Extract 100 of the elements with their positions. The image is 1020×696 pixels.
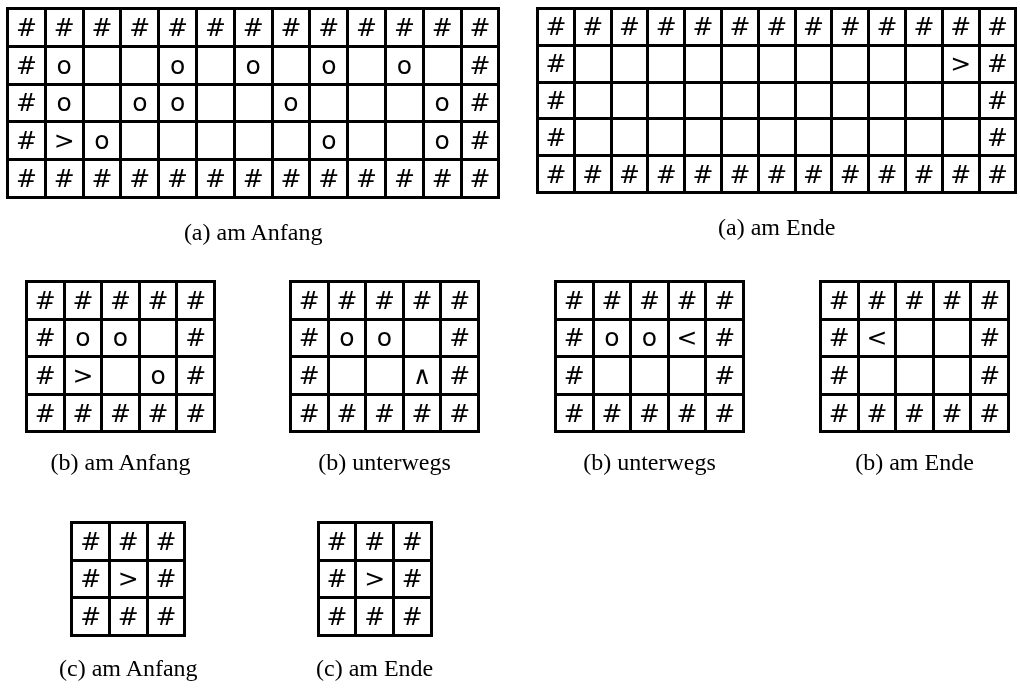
empty-cell bbox=[833, 120, 868, 155]
grid-board bbox=[289, 280, 480, 434]
grid-cell: # bbox=[65, 283, 101, 318]
grid-cell: # bbox=[686, 157, 720, 191]
empty-cell bbox=[759, 83, 794, 118]
grid-cell: # bbox=[148, 561, 184, 597]
grid-cell: # bbox=[649, 157, 684, 191]
grid-cell: # bbox=[980, 120, 1015, 155]
grid-cell: # bbox=[84, 161, 120, 196]
grid-cell: o bbox=[424, 85, 460, 121]
empty-cell bbox=[273, 47, 309, 83]
grid-cell: # bbox=[235, 161, 271, 196]
empty-cell bbox=[575, 46, 610, 81]
grid-board bbox=[70, 521, 187, 637]
grid-cell: # bbox=[822, 395, 857, 431]
empty-cell bbox=[273, 123, 309, 159]
grid-cell: # bbox=[386, 10, 422, 45]
grid-cell: # bbox=[906, 157, 941, 191]
grid-cell: # bbox=[292, 283, 327, 318]
grid-cell: # bbox=[557, 320, 592, 356]
grid-cell: # bbox=[442, 395, 477, 431]
empty-cell bbox=[349, 85, 384, 121]
grid-cell: # bbox=[235, 10, 271, 45]
grid-cell: # bbox=[46, 161, 82, 196]
empty-cell bbox=[198, 123, 233, 159]
grid-cell: # bbox=[103, 395, 138, 431]
grid-cell: o bbox=[65, 320, 101, 356]
node-label: (a) am Ende bbox=[718, 214, 836, 241]
empty-cell bbox=[122, 47, 158, 83]
grid-cell: # bbox=[9, 123, 44, 159]
empty-cell bbox=[934, 320, 970, 356]
empty-cell bbox=[934, 358, 970, 393]
grid-cell: # bbox=[897, 283, 932, 318]
empty-cell bbox=[870, 120, 904, 155]
empty-cell bbox=[759, 46, 794, 81]
grid-cell: # bbox=[424, 10, 460, 45]
empty-cell bbox=[833, 46, 868, 81]
grid-cell: # bbox=[424, 161, 460, 196]
grid-cell: # bbox=[28, 283, 63, 318]
grid-cell: > bbox=[357, 561, 392, 597]
grid-cell: o bbox=[594, 320, 630, 356]
grid-cell: # bbox=[73, 599, 108, 634]
grid-cell: # bbox=[103, 283, 138, 318]
grid-cell: # bbox=[122, 161, 158, 196]
grid-cell: # bbox=[148, 524, 184, 559]
grid-cell: # bbox=[707, 320, 742, 356]
grid-cell: # bbox=[934, 283, 970, 318]
empty-cell bbox=[612, 120, 647, 155]
empty-cell bbox=[723, 120, 757, 155]
grid-cell: # bbox=[539, 46, 573, 81]
grid-cell: ∧ bbox=[404, 358, 440, 393]
empty-cell bbox=[870, 83, 904, 118]
grid-cell: # bbox=[870, 157, 904, 191]
grid-cell: o bbox=[46, 85, 82, 121]
grid-cell: # bbox=[833, 157, 868, 191]
grid-cell: # bbox=[329, 395, 365, 431]
grid-cell: < bbox=[669, 320, 705, 356]
empty-cell bbox=[386, 123, 422, 159]
empty-cell bbox=[669, 358, 705, 393]
grid-cell: # bbox=[349, 10, 384, 45]
node-label: (b) am Anfang bbox=[50, 449, 191, 477]
grid-cell: # bbox=[539, 120, 573, 155]
grid-cell: # bbox=[273, 161, 309, 196]
grid-cell: > bbox=[111, 561, 146, 597]
grid-cell: # bbox=[897, 395, 932, 431]
grid-cell: # bbox=[972, 320, 1007, 356]
grid-cell: # bbox=[462, 47, 498, 83]
grid-cell: # bbox=[178, 320, 213, 356]
grid-cell: # bbox=[404, 395, 440, 431]
grid-cell: o bbox=[311, 47, 347, 83]
grid-cell: o bbox=[84, 123, 120, 159]
grid-cell: > bbox=[46, 123, 82, 159]
empty-cell bbox=[906, 120, 941, 155]
grid-cell: o bbox=[235, 47, 271, 83]
grid-cell: # bbox=[557, 395, 592, 431]
grid-cell: # bbox=[73, 561, 108, 597]
empty-cell bbox=[906, 83, 941, 118]
grid-cell: # bbox=[462, 123, 498, 159]
grid-cell: # bbox=[319, 599, 355, 634]
grid-cell: # bbox=[759, 10, 794, 44]
empty-cell bbox=[575, 83, 610, 118]
grid-cell: # bbox=[292, 320, 327, 356]
grid-cell: # bbox=[612, 157, 647, 191]
grid-cell: # bbox=[9, 161, 44, 196]
empty-cell bbox=[632, 358, 667, 393]
grid-cell: # bbox=[140, 283, 176, 318]
empty-cell bbox=[796, 120, 831, 155]
grid-cell: # bbox=[859, 395, 895, 431]
empty-cell bbox=[833, 83, 868, 118]
grid-cell: # bbox=[594, 283, 630, 318]
grid-cell: # bbox=[934, 395, 970, 431]
grid-cell: # bbox=[442, 283, 477, 318]
node-label: (b) am Ende bbox=[855, 449, 974, 477]
grid-cell: > bbox=[65, 358, 101, 393]
grid-cell: o bbox=[122, 85, 158, 121]
grid-cell: # bbox=[707, 395, 742, 431]
empty-cell bbox=[612, 46, 647, 81]
grid-cell: # bbox=[9, 10, 44, 45]
grid-cell: o bbox=[140, 358, 176, 393]
empty-cell bbox=[160, 123, 195, 159]
